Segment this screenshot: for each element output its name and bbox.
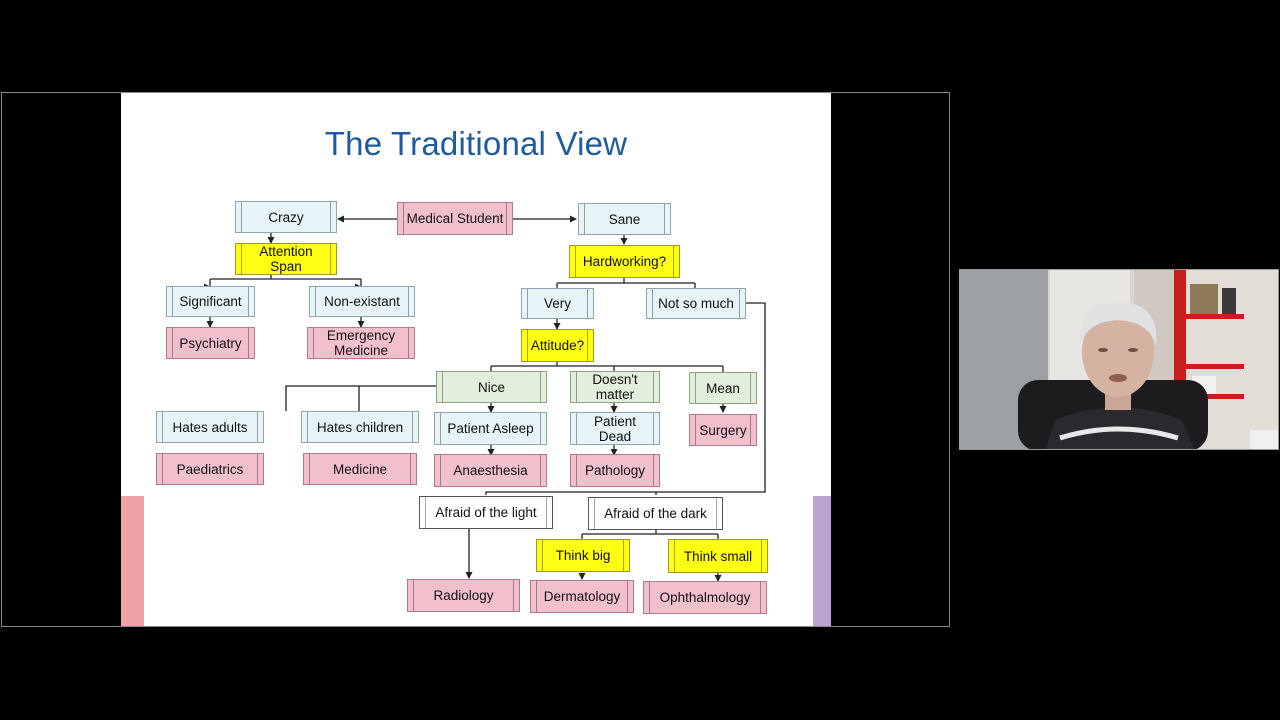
node-significant: Significant	[166, 286, 255, 317]
node-anaesthesia: Anaesthesia	[434, 454, 547, 487]
node-emergency-medicine: Emergency Medicine	[307, 327, 415, 359]
node-surgery: Surgery	[689, 414, 757, 446]
node-attitude: Attitude?	[521, 329, 594, 362]
slide-title: The Traditional View	[324, 125, 628, 162]
node-doesnt-matter: Doesn't matter	[570, 371, 660, 403]
node-patient-dead: Patient Dead	[570, 412, 660, 445]
slide-decoration-right	[813, 496, 831, 626]
node-radiology: Radiology	[407, 579, 520, 612]
node-very: Very	[521, 288, 594, 319]
node-pathology: Pathology	[570, 454, 660, 487]
node-afraid-of-the-dark: Afraid of the dark	[588, 497, 723, 530]
presenter-video-frame	[960, 270, 1278, 449]
node-not-so-much: Not so much	[646, 288, 746, 319]
node-paediatrics: Paediatrics	[156, 453, 264, 485]
node-patient-asleep: Patient Asleep	[434, 412, 547, 445]
presenter-webcam	[959, 269, 1279, 450]
node-hates-adults: Hates adults	[156, 411, 264, 443]
slide-decoration-left	[121, 496, 144, 626]
node-nice: Nice	[436, 371, 547, 403]
node-mean: Mean	[689, 372, 757, 404]
node-afraid-of-the-light: Afraid of the light	[419, 496, 553, 529]
node-sane: Sane	[578, 203, 671, 235]
node-dermatology: Dermatology	[530, 580, 634, 613]
node-medical-student: Medical Student	[397, 202, 513, 235]
node-hates-children: Hates children	[301, 411, 419, 443]
node-crazy: Crazy	[235, 201, 337, 233]
node-non-existant: Non-existant	[309, 286, 415, 317]
flowchart-connectors	[206, 215, 766, 582]
node-psychiatry: Psychiatry	[166, 327, 255, 359]
node-hardworking: Hardworking?	[569, 245, 680, 278]
node-medicine: Medicine	[303, 453, 417, 485]
node-attention-span: Attention Span	[235, 243, 337, 275]
node-ophthalmology: Ophthalmology	[643, 581, 767, 614]
node-think-small: Think small	[668, 539, 768, 573]
presentation-slide: The Traditional View	[121, 93, 831, 626]
node-think-big: Think big	[536, 539, 630, 572]
